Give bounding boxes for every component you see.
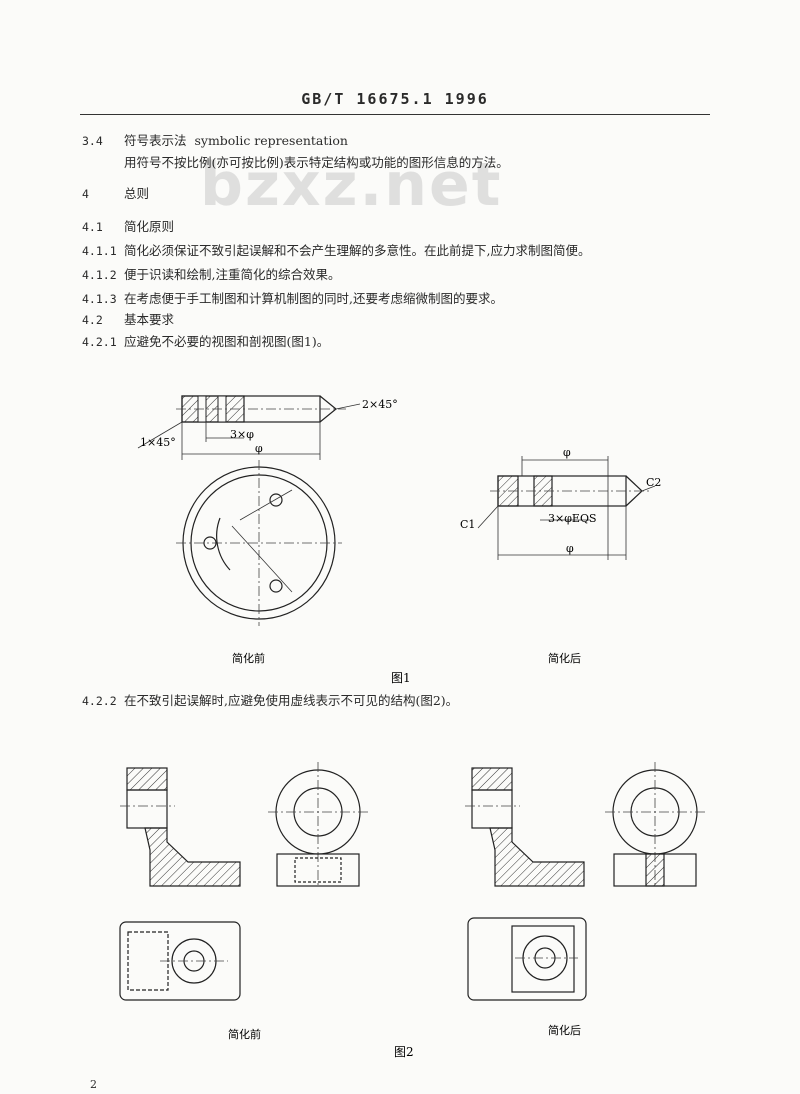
fig1-dim-c1: C1	[460, 518, 475, 531]
clause-4-title: 4 总则	[82, 183, 149, 202]
fig2-label: 图2	[394, 1045, 414, 1059]
clause-number: 4.1.3	[82, 292, 117, 306]
clause-text: 在考虑便于手工制图和计算机制图的同时,还要考虑缩微制图的要求。	[124, 291, 503, 306]
watermark: bzxz.net	[200, 150, 503, 220]
clause-4-1-title: 4.1 简化原则	[82, 216, 174, 235]
clause-4-2-2: 4.2.2 在不致引起误解时,应避免使用虚线表示不可见的结构(图2)。	[82, 690, 458, 709]
figure-1-drawing: 1×45° 3×φ 2×45° φ φ C2 C1 3×φEQS φ 简化前	[137, 395, 661, 685]
clause-number: 3.4	[82, 134, 103, 148]
clause-title: 基本要求	[124, 312, 175, 327]
clause-title: 总则	[124, 186, 150, 201]
clause-number: 4.2.2	[82, 694, 117, 708]
fig1-caption-after: 简化后	[548, 651, 581, 665]
clause-number: 4.1.2	[82, 268, 117, 282]
clause-4-2-1: 4.2.1 应避免不必要的视图和剖视图(图1)。	[82, 331, 329, 350]
fig1-dim-chamfer-right: 2×45°	[362, 398, 398, 411]
clause-number: 4.2.1	[82, 335, 117, 349]
clause-text: 应避免不必要的视图和剖视图(图1)。	[124, 334, 330, 349]
clause-4-1-2: 4.1.2 便于识读和绘制,注重简化的综合效果。	[82, 264, 340, 283]
clause-english: symbolic representation	[194, 133, 348, 148]
fig1-dim-holes-eqs: 3×φEQS	[548, 512, 597, 525]
fig2-before-side-view	[120, 767, 241, 887]
clause-4-1-3: 4.1.3 在考虑便于手工制图和计算机制图的同时,还要考虑缩微制图的要求。	[82, 288, 503, 307]
header-rule	[80, 114, 710, 115]
clause-number: 4.1.1	[82, 244, 117, 258]
clause-text: 在不致引起误解时,应避免使用虚线表示不可见的结构(图2)。	[124, 693, 459, 708]
standard-number-header: GB/T 16675.1 1996	[301, 90, 489, 108]
fig1-label: 图1	[391, 671, 411, 685]
fig2-before-front-view	[268, 762, 368, 887]
clause-4-2-title: 4.2 基本要求	[82, 309, 174, 328]
clause-number: 4	[82, 187, 89, 201]
clause-text: 便于识读和绘制,注重简化的综合效果。	[124, 267, 341, 282]
figure-2-drawing: 简化前 简化后 图2	[119, 762, 705, 1059]
fig1-dim-phi-b: φ	[566, 542, 574, 555]
fig1-caption-before: 简化前	[232, 651, 265, 665]
fig2-before-top-view	[119, 921, 241, 1001]
fig2-caption-before: 简化前	[228, 1027, 261, 1041]
fig1-before-side-view	[137, 395, 361, 460]
clause-text: 简化必须保证不致引起误解和不会产生理解的多意性。在此前提下,应力求制图简便。	[124, 243, 591, 258]
clause-3-4-title: 3.4 符号表示法 symbolic representation	[82, 130, 348, 149]
fig2-after-front-view	[605, 762, 705, 887]
fig2-after-side-view	[465, 767, 585, 887]
clause-title: 符号表示法	[124, 133, 187, 148]
fig1-after-view	[477, 456, 656, 560]
clause-3-4-text: 用符号不按比例(亦可按比例)表示特定结构或功能的图形信息的方法。	[124, 155, 509, 170]
page-number: 2	[90, 1078, 97, 1091]
fig1-dim-holes: 3×φ	[230, 428, 254, 441]
clause-4-1-1: 4.1.1 简化必须保证不致引起误解和不会产生理解的多意性。在此前提下,应力求制图…	[82, 240, 590, 259]
fig1-before-front-view	[176, 460, 342, 626]
fig1-dim-c2: C2	[646, 476, 661, 489]
clause-title: 简化原则	[124, 219, 175, 234]
fig2-after-top-view	[467, 917, 587, 1001]
fig1-dim-diameter: φ	[255, 442, 263, 455]
fig1-dim-phi-a: φ	[563, 446, 571, 459]
fig1-dim-chamfer-left: 1×45°	[140, 436, 176, 449]
clause-number: 4.2	[82, 313, 103, 327]
clause-number: 4.1	[82, 220, 103, 234]
fig2-caption-after: 简化后	[548, 1023, 581, 1037]
